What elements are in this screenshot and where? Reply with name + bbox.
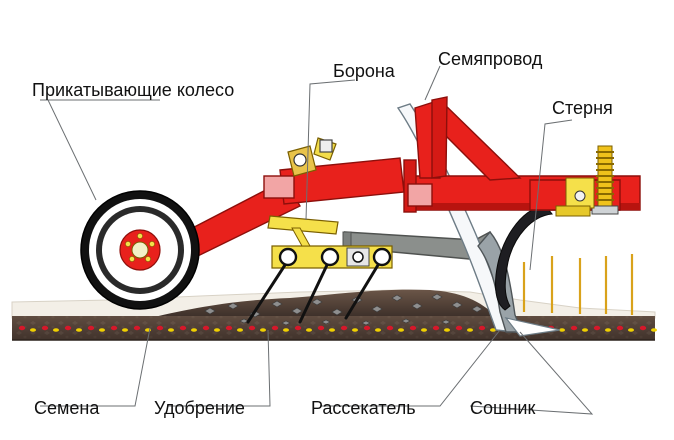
- fertilizer-dot: [490, 328, 496, 332]
- seed-dot: [179, 325, 187, 331]
- seed-dot: [386, 325, 394, 331]
- seed-dot: [156, 325, 164, 331]
- top-bracket: [287, 137, 337, 177]
- fertilizer-dot: [283, 328, 289, 332]
- fertilizer-dot: [237, 328, 243, 332]
- label-splitter: Рассекатель: [311, 398, 416, 418]
- seed-dot: [363, 325, 371, 331]
- fertilizer-dot: [329, 328, 335, 332]
- seed-dot: [478, 325, 486, 331]
- fertilizer-dot: [260, 328, 266, 332]
- label-fertilizer: Удобрение: [154, 398, 245, 418]
- fertilizer-dot: [467, 328, 473, 332]
- fertilizer-dot: [30, 328, 36, 332]
- spring-icon: [555, 145, 619, 217]
- fertilizer-dot: [122, 328, 128, 332]
- seed-dot: [41, 325, 49, 331]
- seed-dot: [616, 325, 624, 331]
- label-stubble: Стерня: [552, 98, 613, 118]
- fertilizer-dot: [76, 328, 82, 332]
- fertilizer-dot: [352, 328, 358, 332]
- fertilizer-dot: [605, 328, 611, 332]
- seed-dot: [432, 325, 440, 331]
- seed-dot: [110, 325, 118, 331]
- seed-dot: [248, 325, 256, 331]
- fertilizer-dot: [53, 328, 59, 332]
- seed-dot: [64, 325, 72, 331]
- seed-dot: [225, 325, 233, 331]
- opener-boot: [495, 204, 553, 311]
- seed-dot: [317, 325, 325, 331]
- harrow-tine-icon: [246, 215, 393, 324]
- stubble-stalks: [522, 254, 634, 315]
- fertilizer-dot: [628, 328, 634, 332]
- label-roller-wheel: Прикатывающие колесо: [32, 80, 235, 100]
- seed-dots: [18, 325, 647, 331]
- soil-clods: [204, 293, 483, 326]
- fertilizer-dot: [375, 328, 381, 332]
- fertilizer-dot: [582, 328, 588, 332]
- seed-dot: [455, 325, 463, 331]
- splitter-blade: [504, 317, 561, 337]
- label-leaders: [40, 65, 594, 415]
- fertilizer-dot: [306, 328, 312, 332]
- label-seed-tube: Семяпровод: [438, 49, 543, 69]
- fertilizer-dot: [214, 328, 220, 332]
- seed-dot: [271, 325, 279, 331]
- fertilizer-dot: [444, 328, 450, 332]
- press-wheel-icon: [80, 190, 200, 310]
- label-opener: Сошник: [470, 398, 536, 418]
- seed-dot: [593, 325, 601, 331]
- seed-dot: [409, 325, 417, 331]
- seed-dot: [639, 325, 647, 331]
- fertilizer-dot: [191, 328, 197, 332]
- seed-dot: [202, 325, 210, 331]
- seed-dot: [294, 325, 302, 331]
- fertilizer-dot: [398, 328, 404, 332]
- fertilizer-dot: [168, 328, 174, 332]
- seed-dot: [87, 325, 95, 331]
- seed-dot: [18, 325, 26, 331]
- fertilizer-dot: [99, 328, 105, 332]
- fertilizer-dot: [651, 328, 657, 332]
- label-seeds: Семена: [34, 398, 100, 418]
- label-harrow: Борона: [333, 61, 395, 81]
- fertilizer-dot: [421, 328, 427, 332]
- seed-dot: [570, 325, 578, 331]
- seed-dot: [340, 325, 348, 331]
- soil-ridge: [150, 289, 498, 318]
- seed-dot: [133, 325, 141, 331]
- fertilizer-dot: [559, 328, 565, 332]
